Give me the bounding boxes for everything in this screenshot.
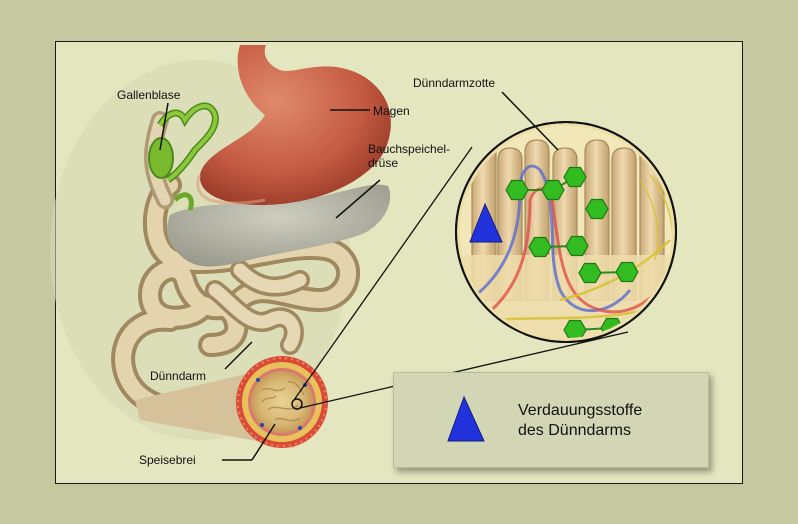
label-gallenblase: Gallenblase	[117, 88, 181, 102]
legend-box: Verdauungsstoffe des Dünndarms	[393, 372, 709, 468]
legend-triangle-icon	[447, 395, 485, 442]
nutrient-hexagon-icon	[563, 319, 587, 338]
label-duenndarmzotte: Dünndarmzotte	[413, 76, 496, 90]
nutrient-molecules	[505, 166, 639, 338]
vein	[469, 164, 632, 313]
label-bauchspeicheldruese: Bauchspeichel- drüse	[368, 142, 450, 170]
nutrient-hexagon-icon	[565, 235, 589, 257]
artery	[479, 187, 672, 322]
intestine-cross-section	[236, 356, 328, 448]
nutrient-hexagon-icon	[615, 261, 639, 283]
nutrient-hexagon-icon	[578, 262, 602, 284]
stomach	[199, 45, 391, 205]
label-duenndarm: Dünndarm	[150, 369, 207, 383]
nutrient-hexagon-icon	[505, 179, 529, 201]
label-pointers	[159, 91, 559, 461]
zoom-line-upper	[293, 146, 473, 401]
label-speisebrei: Speisebrei	[139, 453, 196, 467]
nutrient-hexagon-icon	[563, 166, 587, 188]
villus-magnification	[455, 121, 677, 343]
pancreas	[167, 184, 391, 267]
enzyme-triangle-icon	[469, 202, 503, 243]
legend-text: Verdauungsstoffe des Dünndarms	[518, 401, 642, 441]
nutrient-hexagon-icon	[541, 179, 565, 201]
nutrient-hexagon-icon	[528, 236, 552, 258]
gallbladder	[148, 102, 219, 211]
label-bauchspeichel-line2: drüse	[368, 156, 399, 170]
zoom-line-lower	[299, 331, 629, 409]
label-bauchspeichel-line1: Bauchspeichel-	[368, 142, 451, 156]
label-magen: Magen	[373, 104, 410, 118]
legend-line2: des Dünndarms	[518, 422, 631, 439]
zoom-focus-circle	[291, 398, 303, 410]
nutrient-hexagon-icon	[585, 198, 609, 220]
legend-line1: Verdauungsstoffe	[518, 402, 643, 419]
